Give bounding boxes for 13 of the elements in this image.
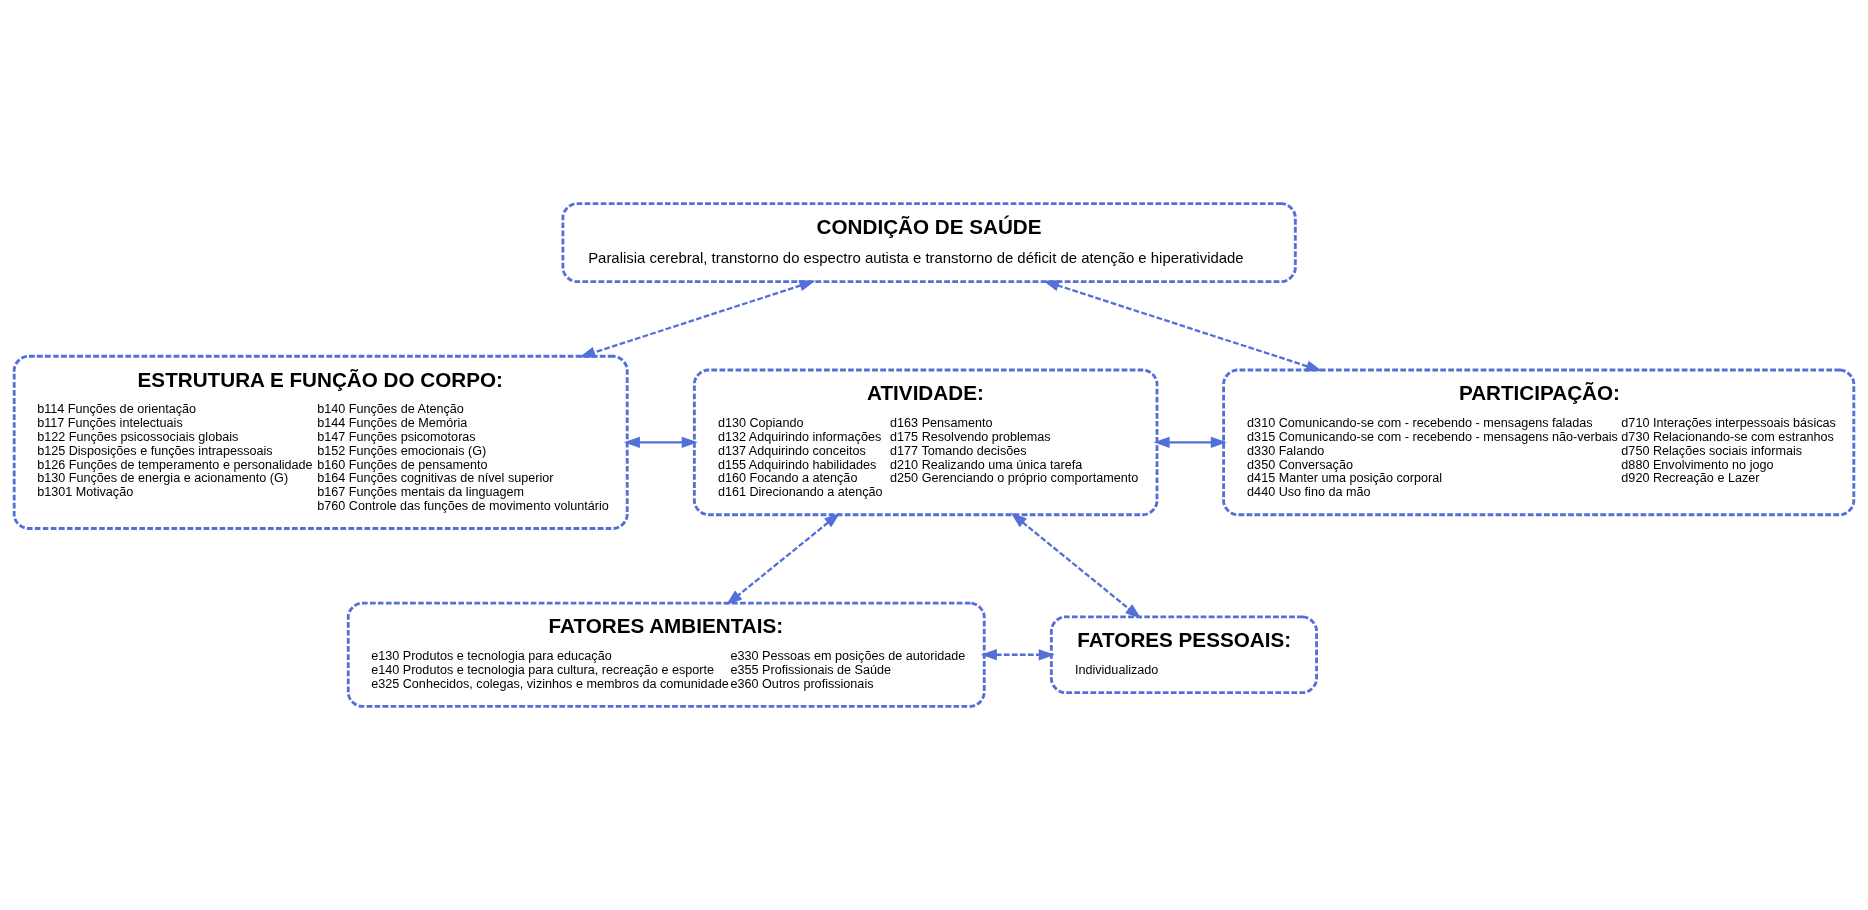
node-box: CONDIÇÃO DE SAÚDE Paralisia cerebral, transtorno do espectro autista e transtorno de déficit de atenção e hiperatividade: [561, 202, 1297, 284]
arrow: [1010, 512, 1142, 619]
arrow: [623, 436, 698, 448]
node-box: ATIVIDADE: d130 Copiando d132 Adquirindo informações d137 Adquirindo conceitos d155 Adquirindo habilidades d160 Focando a atenção d161 Direcionando a atenção d163 Pensamento d175 Resolvendo problemas d177 Tomando decisões d210 Realizando uma única tarefa d250 Gerenciando o próprio comportamento: [692, 368, 1159, 517]
node-box: FATORES PESSOAIS: Individualizado: [1049, 615, 1318, 695]
node-box: ESTRUTURA E FUNÇÃO DO CORPO: b114 Funções de orientação b117 Funções intelectuais b122 Funções psicossociais globais b125 Disposições e funções intrapessoais b126 Funções de temperamento e personalidade b130 Funções de energia e acionamento (G) b1301 Motivação b140 Funções de Atenção b144 Funções de Memória b147 Funções psicomotoras b152 Funções emocionais (G) b160 Funções de pensamento b164 Funções cognitivas de nível superior b167 Funções mentais da linguagem b760 Controle das funções de movimento voluntário: [12, 354, 629, 530]
node-box: PARTICIPAÇÃO: d310 Comunicando-se com - recebendo - mensagens faladas d315 Comunicando-se com - recebendo - mensagens não-verbais d330 Falando d350 Conversação d415 Manter uma posição corporal d440 Uso fino da mão d710 Interações interpessoais básicas d730 Relacionando-se com estranhos d750 Relações sociais informais d880 Envolvimento no jogo d920 Recreação e Lazer: [1222, 368, 1856, 517]
node-box: FATORES AMBIENTAIS: e130 Produtos e tecnologia para educação e140 Produtos e tecnologia para cultura, recreação e esporte e325 Conhecidos, colegas, vizinhos e membros da comunidade e330 Pessoas em posições de autoridade e355 Profissionais de Saúde e360 Outros profissionais: [346, 601, 986, 708]
arrow: [1153, 436, 1227, 448]
arrow: [579, 280, 816, 358]
arrow: [1043, 280, 1323, 372]
arrow: [726, 512, 841, 606]
arrow: [980, 649, 1055, 661]
